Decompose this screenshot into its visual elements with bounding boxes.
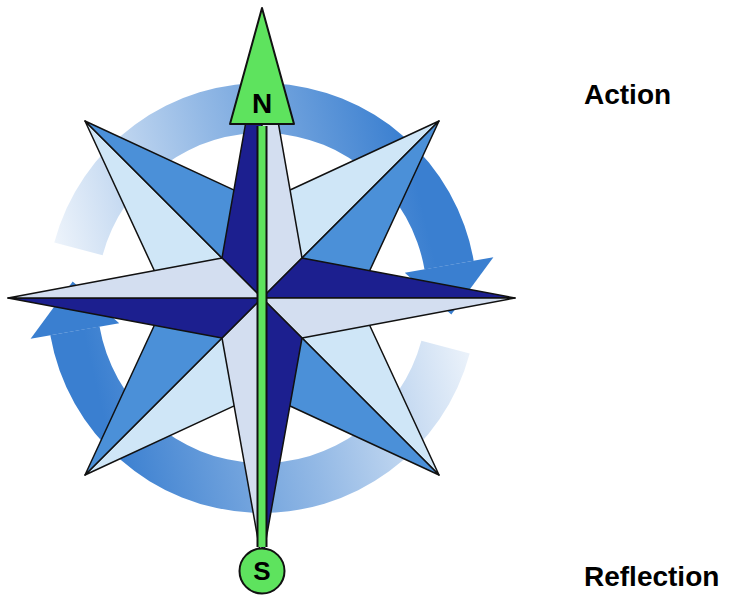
needle-head: N (228, 6, 296, 126)
rose-main-points (8, 30, 515, 562)
rose-point (262, 298, 515, 338)
needle-tail: S (238, 547, 286, 595)
needle-shaft (262, 126, 263, 547)
rose-point (222, 298, 262, 562)
cycle-label: Reflection (584, 562, 719, 593)
compass-letter: N (252, 90, 272, 118)
rose-point (8, 298, 262, 338)
compass-letter: S (253, 558, 270, 584)
rose-point (262, 298, 302, 562)
shaft-outline (257, 126, 268, 547)
rose-point (8, 258, 262, 298)
cycle-label: Action (584, 80, 671, 111)
circle-shape (240, 549, 285, 594)
shaft-fill (259, 126, 266, 547)
rose-point (262, 258, 515, 298)
triangle-shape (230, 8, 294, 124)
